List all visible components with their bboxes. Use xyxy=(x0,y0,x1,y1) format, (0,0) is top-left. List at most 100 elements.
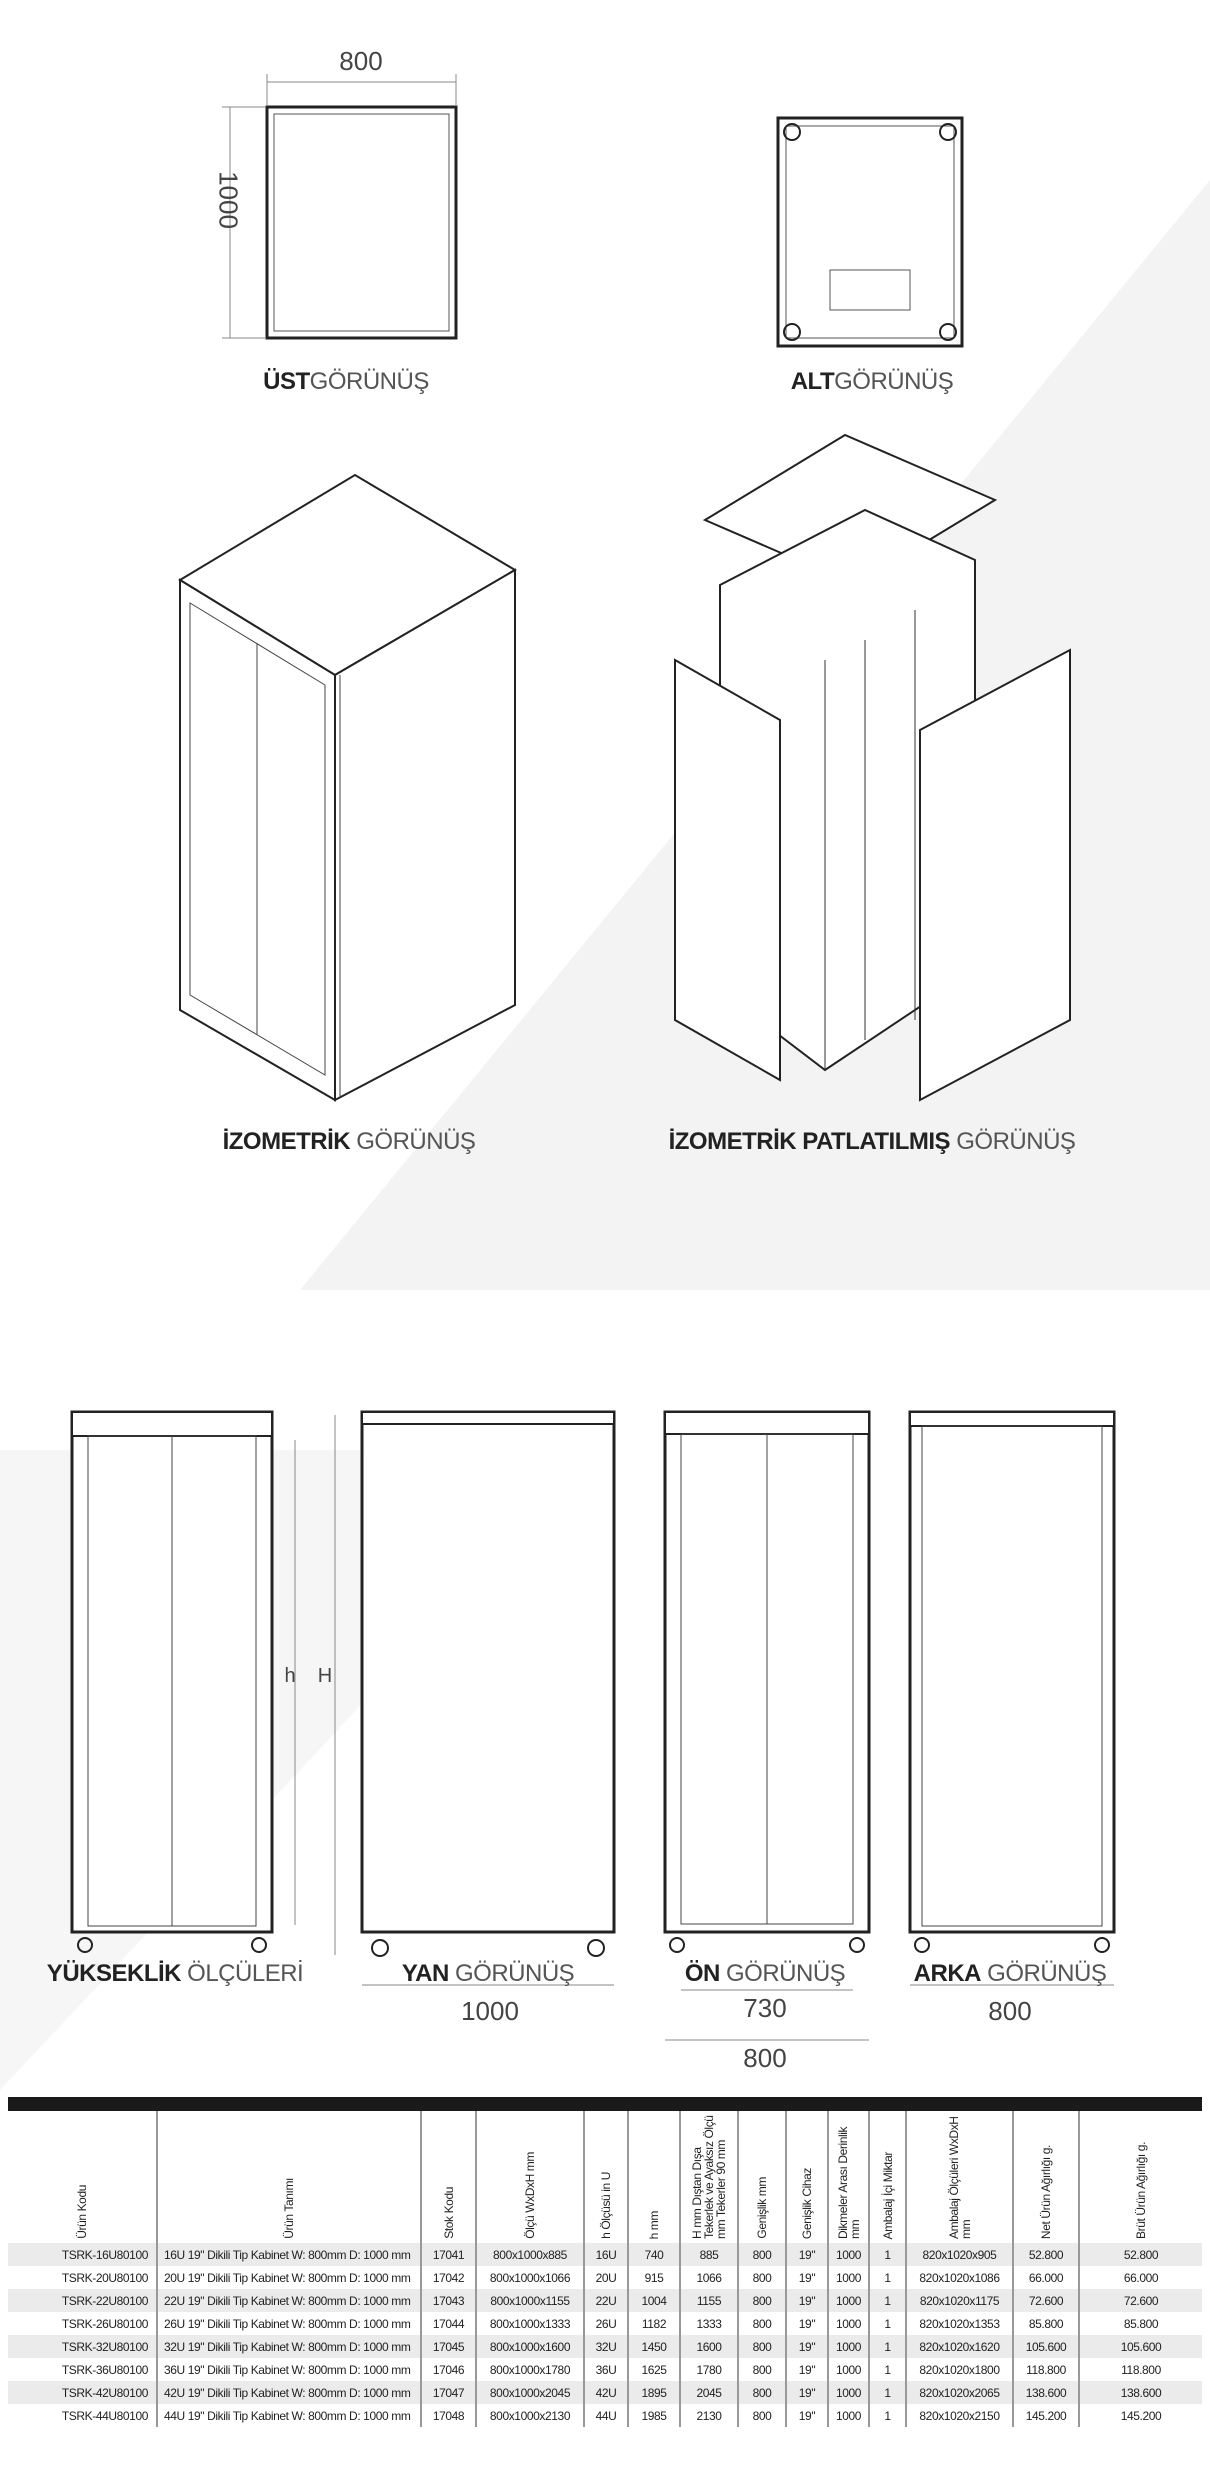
table-cell: 19" xyxy=(785,2404,828,2427)
table-cell: 20U xyxy=(583,2266,628,2289)
exploded-label: İZOMETRİK PATLATILMIŞ GÖRÜNÜŞ xyxy=(668,1128,1076,1155)
table-cell: 19" xyxy=(785,2335,828,2358)
column-header: Ambalaj Ölçüleri WxDxH mm xyxy=(905,2111,1013,2243)
table-cell: 36U 19" Dikili Tip Kabinet W: 800mm D: 1… xyxy=(156,2358,421,2381)
front-view-label: ÖN GÖRÜNÜŞ xyxy=(684,1960,846,1987)
table-cell: 16U 19" Dikili Tip Kabinet W: 800mm D: 1… xyxy=(156,2243,421,2266)
column-header-label: Ambalaj Ölçüleri WxDxH mm xyxy=(946,2116,973,2239)
table-cell: 800 xyxy=(737,2243,786,2266)
table-cell: 1 xyxy=(868,2335,906,2358)
column-header: Ürün Tanımı xyxy=(156,2111,421,2243)
table-cell: 1 xyxy=(868,2358,906,2381)
top-view-drawing xyxy=(222,74,458,340)
column-header-label: Genişlik mm xyxy=(755,2177,769,2239)
table-cell: 1780 xyxy=(679,2358,738,2381)
side-depth-dimension: 1000 xyxy=(461,1996,519,2026)
table-cell: 17043 xyxy=(420,2289,476,2312)
table-cell: 820x1020x1800 xyxy=(905,2358,1013,2381)
table-cell: 800x1000x2130 xyxy=(475,2404,584,2427)
front-view-drawing xyxy=(663,1410,871,2041)
isometric-label: İZOMETRİK GÖRÜNÜŞ xyxy=(222,1128,476,1155)
table-cell: 145.200 xyxy=(1012,2404,1079,2427)
table-cell: 1 xyxy=(868,2404,906,2427)
column-header-label: Net Ürün Ağırlığı g. xyxy=(1039,2144,1053,2239)
table-cell: TSRK-44U80100 xyxy=(61,2408,149,2423)
column-header: H mm Dıştan Dışa Tekerlek ve Ayaksız Ölç… xyxy=(679,2111,738,2243)
table-cell: 1000 xyxy=(827,2358,869,2381)
table-cell: 145.200 xyxy=(1078,2404,1202,2427)
column-header: Genişlik Cihaz xyxy=(785,2111,828,2243)
table-cell: TSRK-16U80100 xyxy=(8,2243,157,2266)
table-cell: 44U 19" Dikili Tip Kabinet W: 800mm D: 1… xyxy=(156,2404,421,2427)
table-cell: 915 xyxy=(627,2266,680,2289)
table-cell: 820x1020x1353 xyxy=(905,2312,1013,2335)
table-cell: 36U xyxy=(583,2358,628,2381)
table-cell: 820x1020x905 xyxy=(905,2243,1013,2266)
table-cell: 20U 19" Dikili Tip Kabinet W: 800mm D: 1… xyxy=(156,2266,421,2289)
table-cell: 72.600 xyxy=(1078,2289,1202,2312)
table-cell: 17048 xyxy=(420,2404,476,2427)
table-cell: TSRK-36U80100 xyxy=(61,2362,149,2377)
table-cell: 820x1020x1086 xyxy=(905,2266,1013,2289)
column-header-label: h Ölçüsü in U xyxy=(599,2172,613,2239)
table-cell: 800 xyxy=(737,2289,786,2312)
column-header-label: Ürün Kodu xyxy=(75,2185,89,2239)
table-row: TSRK-36U80100 36U 19" Dikili Tip Kabinet … xyxy=(8,2358,1202,2381)
isometric-drawing xyxy=(178,473,517,1102)
bottom-view-label: ALTGÖRÜNÜŞ xyxy=(790,368,954,395)
table-cell: 138.600 xyxy=(1012,2381,1079,2404)
side-view-drawing xyxy=(360,1410,616,1986)
column-header: Stok Kodu xyxy=(420,2111,476,2243)
table-cell: 1000 xyxy=(827,2266,869,2289)
table-cell: 66.000 xyxy=(1078,2266,1202,2289)
table-cell: 1000 xyxy=(827,2243,869,2266)
table-cell: 17041 xyxy=(420,2243,476,2266)
column-header: Ölçü WxDxH mm xyxy=(475,2111,584,2243)
column-header: Genişlik mm xyxy=(737,2111,786,2243)
table-row: TSRK-20U80100 20U 19" Dikili Tip Kabinet … xyxy=(8,2266,1202,2289)
table-cell: 800x1000x1333 xyxy=(475,2312,584,2335)
table-cell: 800x1000x885 xyxy=(475,2243,584,2266)
table-cell: 820x1020x1175 xyxy=(905,2289,1013,2312)
H-dimension: H xyxy=(317,1665,333,1687)
table-cell: 1985 xyxy=(627,2404,680,2427)
table-header-bar xyxy=(8,2097,1202,2111)
table-cell: 820x1020x2065 xyxy=(905,2381,1013,2404)
table-cell: 42U xyxy=(583,2381,628,2404)
table-cell: 800x1000x1600 xyxy=(475,2335,584,2358)
table-cell: TSRK-32U80100 xyxy=(8,2335,157,2358)
table-cell: 2130 xyxy=(679,2404,738,2427)
front-inner-dimension: 730 xyxy=(743,1993,787,2023)
column-header-label: H mm Dıştan Dışa Tekerlek ve Ayaksız Ölç… xyxy=(690,2115,728,2239)
table-cell: 1 xyxy=(868,2381,906,2404)
table-cell: 42U 19" Dikili Tip Kabinet W: 800mm D: 1… xyxy=(156,2381,421,2404)
table-cell: 1 xyxy=(868,2266,906,2289)
table-cell: 740 xyxy=(627,2243,680,2266)
table-cell: 800x1000x1780 xyxy=(475,2358,584,2381)
table-cell: 800x1000x2045 xyxy=(475,2381,584,2404)
table-cell: 1004 xyxy=(627,2289,680,2312)
table-cell: 1600 xyxy=(679,2335,738,2358)
table-cell: 800 xyxy=(737,2335,786,2358)
table-cell: 85.800 xyxy=(1012,2312,1079,2335)
exploded-drawing xyxy=(674,433,1071,1102)
table-cell: 1000 xyxy=(827,2335,869,2358)
table-cell: 17047 xyxy=(420,2381,476,2404)
height-view-label: YÜKSEKLİK ÖLÇÜLERİ xyxy=(46,1960,304,1987)
table-cell: TSRK-42U80100 xyxy=(8,2381,157,2404)
table-row: TSRK-44U80100 44U 19" Dikili Tip Kabinet … xyxy=(8,2404,1202,2427)
depth-dimension: 1000 xyxy=(213,171,244,229)
table-cell: 1000 xyxy=(827,2404,869,2427)
side-view-label: YAN GÖRÜNÜŞ xyxy=(401,1960,575,1987)
table-cell: 2045 xyxy=(679,2381,738,2404)
table-cell: 32U 19" Dikili Tip Kabinet W: 800mm D: 1… xyxy=(156,2335,421,2358)
back-view-drawing xyxy=(908,1410,1116,1986)
table-cell: 1450 xyxy=(627,2335,680,2358)
table-cell: 22U 19" Dikili Tip Kabinet W: 800mm D: 1… xyxy=(156,2289,421,2312)
table-cell: TSRK-20U80100 xyxy=(61,2270,149,2285)
width-dimension: 800 xyxy=(339,46,383,76)
table-cell: 1333 xyxy=(679,2312,738,2335)
